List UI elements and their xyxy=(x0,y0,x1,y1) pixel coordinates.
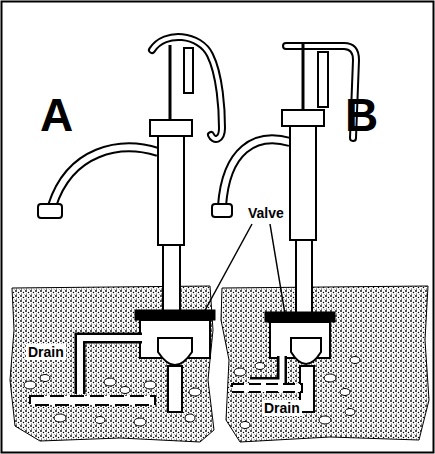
drain-pipe xyxy=(250,356,282,382)
ground-soil xyxy=(10,286,214,442)
gravel-stones xyxy=(134,418,146,426)
gravel-stones xyxy=(319,416,331,424)
gravel-stones xyxy=(324,374,336,382)
leader-line xyxy=(270,224,285,314)
gravel-stones xyxy=(240,422,250,429)
pump-body xyxy=(290,110,316,240)
drain-pipe xyxy=(80,338,142,394)
pump-rod xyxy=(302,42,305,112)
pump-spout xyxy=(222,139,290,206)
label-holder: Valve xyxy=(248,204,284,222)
drain-pipe xyxy=(80,338,142,394)
pump-collar xyxy=(282,110,324,126)
figure-letter: A xyxy=(40,92,73,138)
leader-lines xyxy=(203,224,285,314)
pump-spout xyxy=(52,147,158,206)
gravel-stones xyxy=(95,417,105,424)
gravel-stones xyxy=(189,388,201,396)
gravel-stones xyxy=(144,381,156,389)
gravel-stones xyxy=(120,387,130,394)
gravel-stones xyxy=(24,381,36,389)
spout-nozzle xyxy=(38,204,62,218)
pump-body xyxy=(158,120,184,245)
pump-collar xyxy=(150,120,192,136)
drain-field-pipe xyxy=(232,384,302,392)
label-holder: A xyxy=(40,92,73,138)
part-label: Drain xyxy=(26,344,66,360)
gravel-stones xyxy=(234,368,246,376)
stand-pipe xyxy=(296,240,312,322)
pump-link xyxy=(318,52,328,107)
stand-pipe xyxy=(163,245,180,320)
gravel-stones xyxy=(340,389,350,396)
gravel-stones xyxy=(40,375,50,382)
drain-field-pipe xyxy=(30,396,155,405)
pump-link xyxy=(184,48,193,93)
ground-soil xyxy=(10,286,429,442)
drain-pipe xyxy=(250,356,282,382)
ground-soil xyxy=(221,286,429,442)
part-label: Drain xyxy=(262,400,302,416)
pump-rod xyxy=(169,45,172,122)
spout-nozzle xyxy=(212,204,232,217)
label-holder: Drain xyxy=(262,399,302,417)
intake-pipe xyxy=(168,366,182,412)
gravel-stones xyxy=(345,409,355,416)
gravel-stones xyxy=(185,414,195,422)
pump-b xyxy=(212,42,356,412)
valve-cap xyxy=(265,312,335,322)
gravel-stones xyxy=(255,363,265,370)
gravel-stones xyxy=(24,357,360,429)
gravel-stones xyxy=(54,414,66,422)
part-label: Valve xyxy=(248,206,284,220)
leader-line xyxy=(203,224,252,314)
figure-letter: B xyxy=(345,92,378,138)
gravel-stones xyxy=(350,357,360,364)
pump-spout xyxy=(52,147,158,206)
valve-cap xyxy=(135,310,215,320)
check-valve xyxy=(291,338,321,364)
check-valve xyxy=(158,338,192,365)
label-holder: Drain xyxy=(26,343,66,361)
gravel-stones xyxy=(104,378,116,386)
pump-spout xyxy=(222,139,290,206)
label-holder: B xyxy=(345,92,378,138)
